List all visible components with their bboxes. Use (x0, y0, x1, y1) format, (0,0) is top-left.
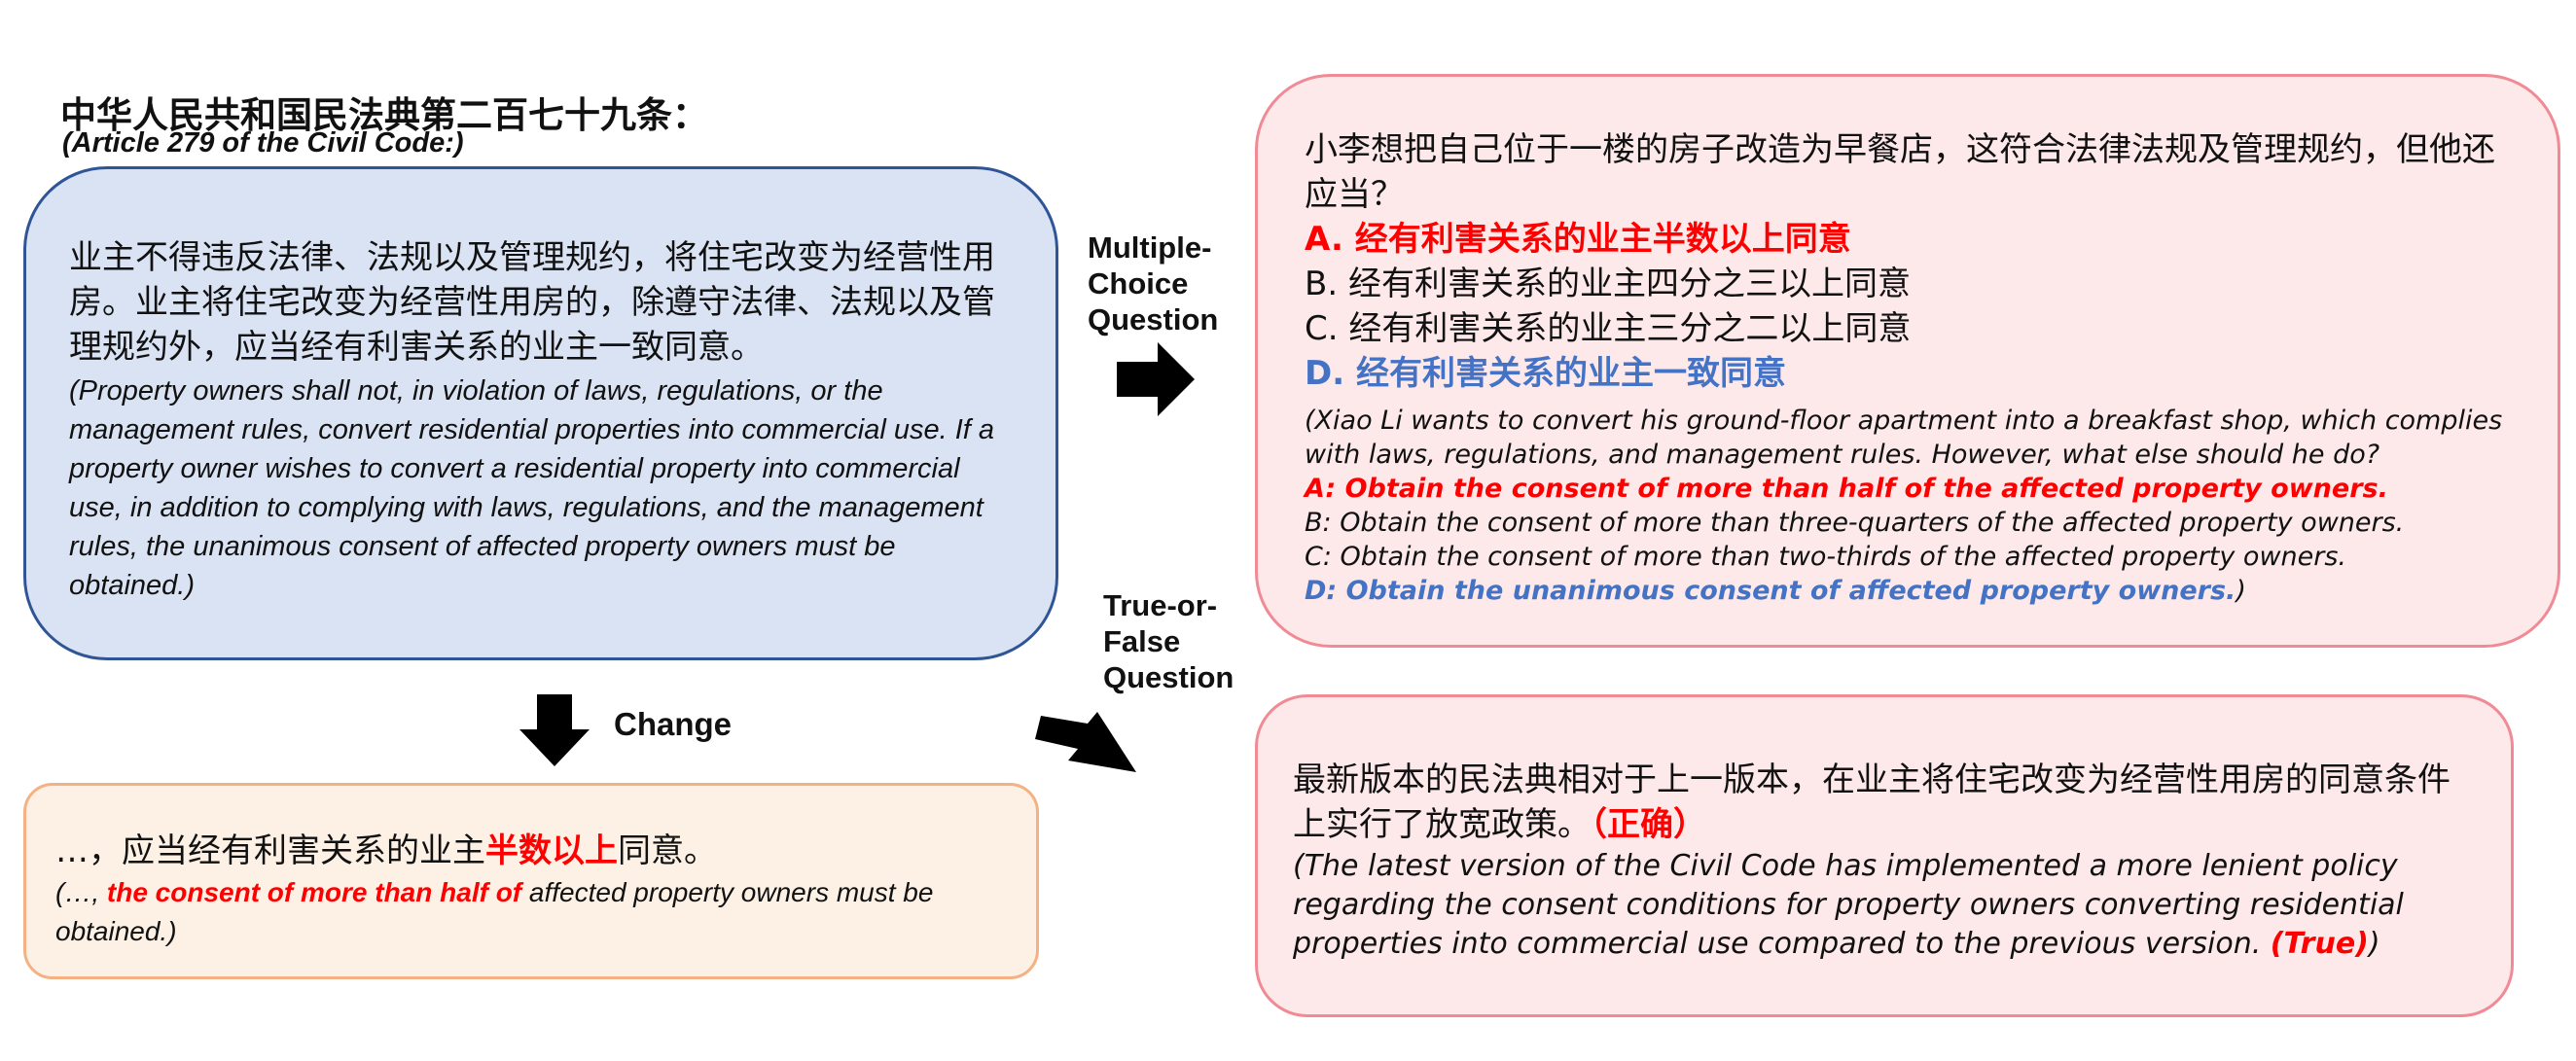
change-cn-suffix: 同意。 (618, 831, 717, 870)
mcq-option-b-en: B: Obtain the consent of more than three… (1305, 508, 2405, 538)
mcq-option-c-cn: C. 经有利害关系的业主三分之二以上同意 (1305, 309, 1912, 348)
change-cn-highlight: 半数以上 (485, 831, 618, 870)
tf-label: True-or-False Question (1103, 588, 1234, 694)
tf-close-paren: ) (2368, 927, 2380, 961)
article-text-cn: 业主不得违反法律、法规以及管理规约，将住宅改变为经营性用房。业主将住宅改变为经营… (69, 238, 995, 367)
article-title-cn: 中华人民共和国民法典第二百七十九条： (60, 94, 708, 136)
change-en-prefix: (…, (55, 877, 107, 907)
change-en-suffix: affected property owners must be obtaine… (55, 877, 934, 946)
tf-arrow-icon (1035, 712, 1136, 772)
mcq-question-cn: 小李想把自己位于一楼的房子改造为早餐店，这符合法律法规及管理规约，但他还应当？ (1305, 130, 2495, 214)
change-arrow-icon (519, 694, 590, 766)
mcq-option-d-en-line: D: Obtain the unanimous consent of affec… (1305, 574, 2511, 608)
article-title-en: (Article 279 of the Civil Code:) (62, 127, 464, 159)
tf-statement-en-line: (The latest version of the Civil Code ha… (1293, 847, 2476, 964)
change-label: Change (614, 706, 733, 742)
tf-box: 最新版本的民法典相对于上一版本，在业主将住宅改变为经营性用房的同意条件上实行了放… (1255, 694, 2514, 1017)
mcq-option-c-en: C: Obtain the consent of more than two-t… (1305, 542, 2346, 572)
change-box: …，应当经有利害关系的业主半数以上同意。 (…, the consent of … (23, 783, 1039, 979)
change-text-en: (…, the consent of more than half of aff… (55, 873, 1007, 951)
mcq-label: Multiple-Choice Question (1088, 230, 1219, 336)
mcq-arrow-icon (1117, 342, 1195, 416)
mcq-option-d-en: D: Obtain the unanimous consent of affec… (1305, 576, 2236, 606)
article-box: 业主不得违反法律、法规以及管理规约，将住宅改变为经营性用房。业主将住宅改变为经营… (23, 166, 1058, 660)
tf-statement-cn-line: 最新版本的民法典相对于上一版本，在业主将住宅改变为经营性用房的同意条件上实行了放… (1293, 758, 2476, 847)
mcq-question-en: (Xiao Li wants to convert his ground-flo… (1305, 406, 2503, 470)
mcq-option-b-cn: B. 经有利害关系的业主四分之三以上同意 (1305, 265, 1911, 303)
mcq-close-paren: ) (2236, 576, 2246, 606)
mcq-option-d-cn: D. 经有利害关系的业主一致同意 (1305, 354, 1786, 393)
tf-statement-en: (The latest version of the Civil Code ha… (1293, 849, 2404, 961)
change-text-cn: …，应当经有利害关系的业主半数以上同意。 (55, 829, 1007, 873)
mcq-option-a-en: A: Obtain the consent of more than half … (1305, 474, 2388, 504)
article-text-en: (Property owners shall not, in violation… (69, 375, 994, 601)
change-en-highlight: the consent of more than half of (106, 877, 522, 907)
mcq-option-a-cn: A. 经有利害关系的业主半数以上同意 (1305, 220, 1851, 259)
tf-answer-cn: （正确） (1591, 805, 1706, 844)
change-cn-prefix: …，应当经有利害关系的业主 (55, 831, 485, 870)
mcq-box: 小李想把自己位于一楼的房子改造为早餐店，这符合法律法规及管理规约，但他还应当？ … (1255, 74, 2560, 648)
tf-answer-en: (True) (2270, 927, 2369, 961)
tf-statement-cn: 最新版本的民法典相对于上一版本，在业主将住宅改变为经营性用房的同意条件上实行了放… (1293, 760, 2451, 844)
